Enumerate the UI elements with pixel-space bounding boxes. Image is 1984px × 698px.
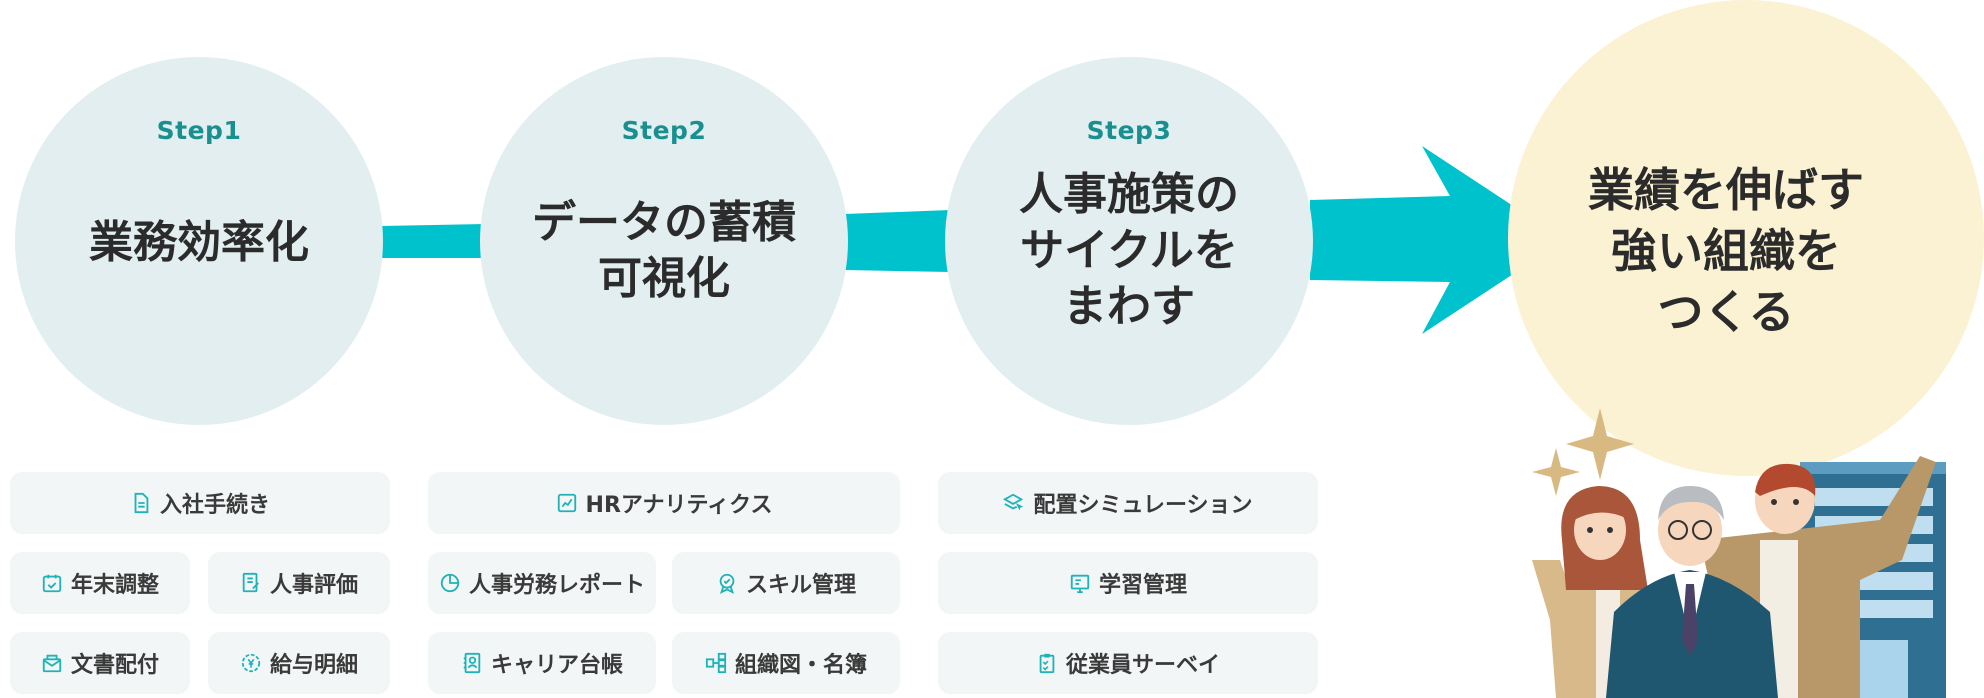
pie-chart-icon [440, 573, 460, 593]
feature-chip-hr-report[interactable]: 人事労務レポート [428, 552, 656, 614]
step1-title: 業務効率化 [89, 217, 309, 268]
feature-chip-document-distribution[interactable]: 文書配付 [10, 632, 190, 694]
checklist-clipboard-icon [1039, 653, 1055, 674]
step3-title: 人事施策の サイクルを まわす [1019, 169, 1239, 332]
feature-label: 入社手続き [159, 493, 270, 518]
connector-1-2 [380, 224, 485, 258]
envelope-icon [42, 654, 62, 673]
feature-label: 給与明細 [269, 653, 358, 678]
feature-label: 学習管理 [1098, 573, 1187, 598]
step2-label: Step2 [621, 116, 707, 145]
step2-title: データの蓄積 可視化 [532, 197, 796, 304]
feature-label: 文書配付 [70, 653, 159, 678]
person-center [1606, 486, 1778, 698]
goal-circle: 業績を伸ばす 強い組織を つくる [1508, 0, 1984, 476]
feature-label: スキル管理 [745, 573, 856, 598]
feature-chip-evaluation[interactable]: 人事評価 [208, 552, 390, 614]
sparkle-large-icon [1566, 408, 1634, 480]
feature-label: 配置シミュレーション [1033, 493, 1253, 518]
award-badge-icon [719, 573, 735, 594]
feature-label: 組織図・名簿 [734, 653, 867, 678]
learning-screen-icon [1070, 574, 1090, 594]
feature-chip-placement-simulation[interactable]: 配置シミュレーション [938, 472, 1318, 534]
layers-cursor-icon [1003, 493, 1024, 511]
step1-circle: Step1 業務効率化 [15, 57, 383, 425]
feature-label: キャリア台帳 [490, 653, 623, 678]
feature-label: 従業員サーベイ [1065, 653, 1220, 678]
calendar-check-icon [42, 574, 62, 593]
feature-label: 年末調整 [70, 573, 159, 598]
evaluation-sheet-icon [242, 572, 259, 593]
feature-chip-payslip[interactable]: 給与明細 [208, 632, 390, 694]
feature-label: 人事評価 [269, 573, 358, 598]
step3-label: Step3 [1086, 116, 1172, 145]
feature-chip-employee-survey[interactable]: 従業員サーベイ [938, 632, 1318, 694]
document-icon [134, 492, 149, 514]
goal-title: 業績を伸ばす 強い組織を つくる [1588, 163, 1864, 339]
sparkle-small-icon [1532, 448, 1580, 496]
org-chart-icon [705, 652, 727, 674]
feature-chip-onboarding[interactable]: 入社手続き [10, 472, 390, 534]
step2-circle: Step2 データの蓄積 可視化 [480, 57, 848, 425]
feature-chip-year-end-adjustment[interactable]: 年末調整 [10, 552, 190, 614]
feature-label: 人事労務レポート [468, 573, 645, 598]
step3-circle: Step3 人事施策の サイクルを まわす [945, 57, 1313, 425]
feature-chip-skill-management[interactable]: スキル管理 [672, 552, 900, 614]
arrow-to-goal [1310, 146, 1565, 334]
analytics-board-icon [557, 493, 576, 513]
feature-chip-hr-analytics[interactable]: HRアナリティクス [428, 472, 900, 534]
feature-label: HRアナリティクス [585, 493, 773, 518]
profile-notebook-icon [463, 652, 481, 674]
yen-gear-icon [241, 653, 261, 673]
connector-2-3 [845, 210, 950, 272]
feature-chip-career-ledger[interactable]: キャリア台帳 [428, 632, 656, 694]
step1-label: Step1 [156, 116, 242, 145]
feature-chip-learning-management[interactable]: 学習管理 [938, 552, 1318, 614]
feature-chip-org-chart[interactable]: 組織図・名簿 [672, 632, 900, 694]
